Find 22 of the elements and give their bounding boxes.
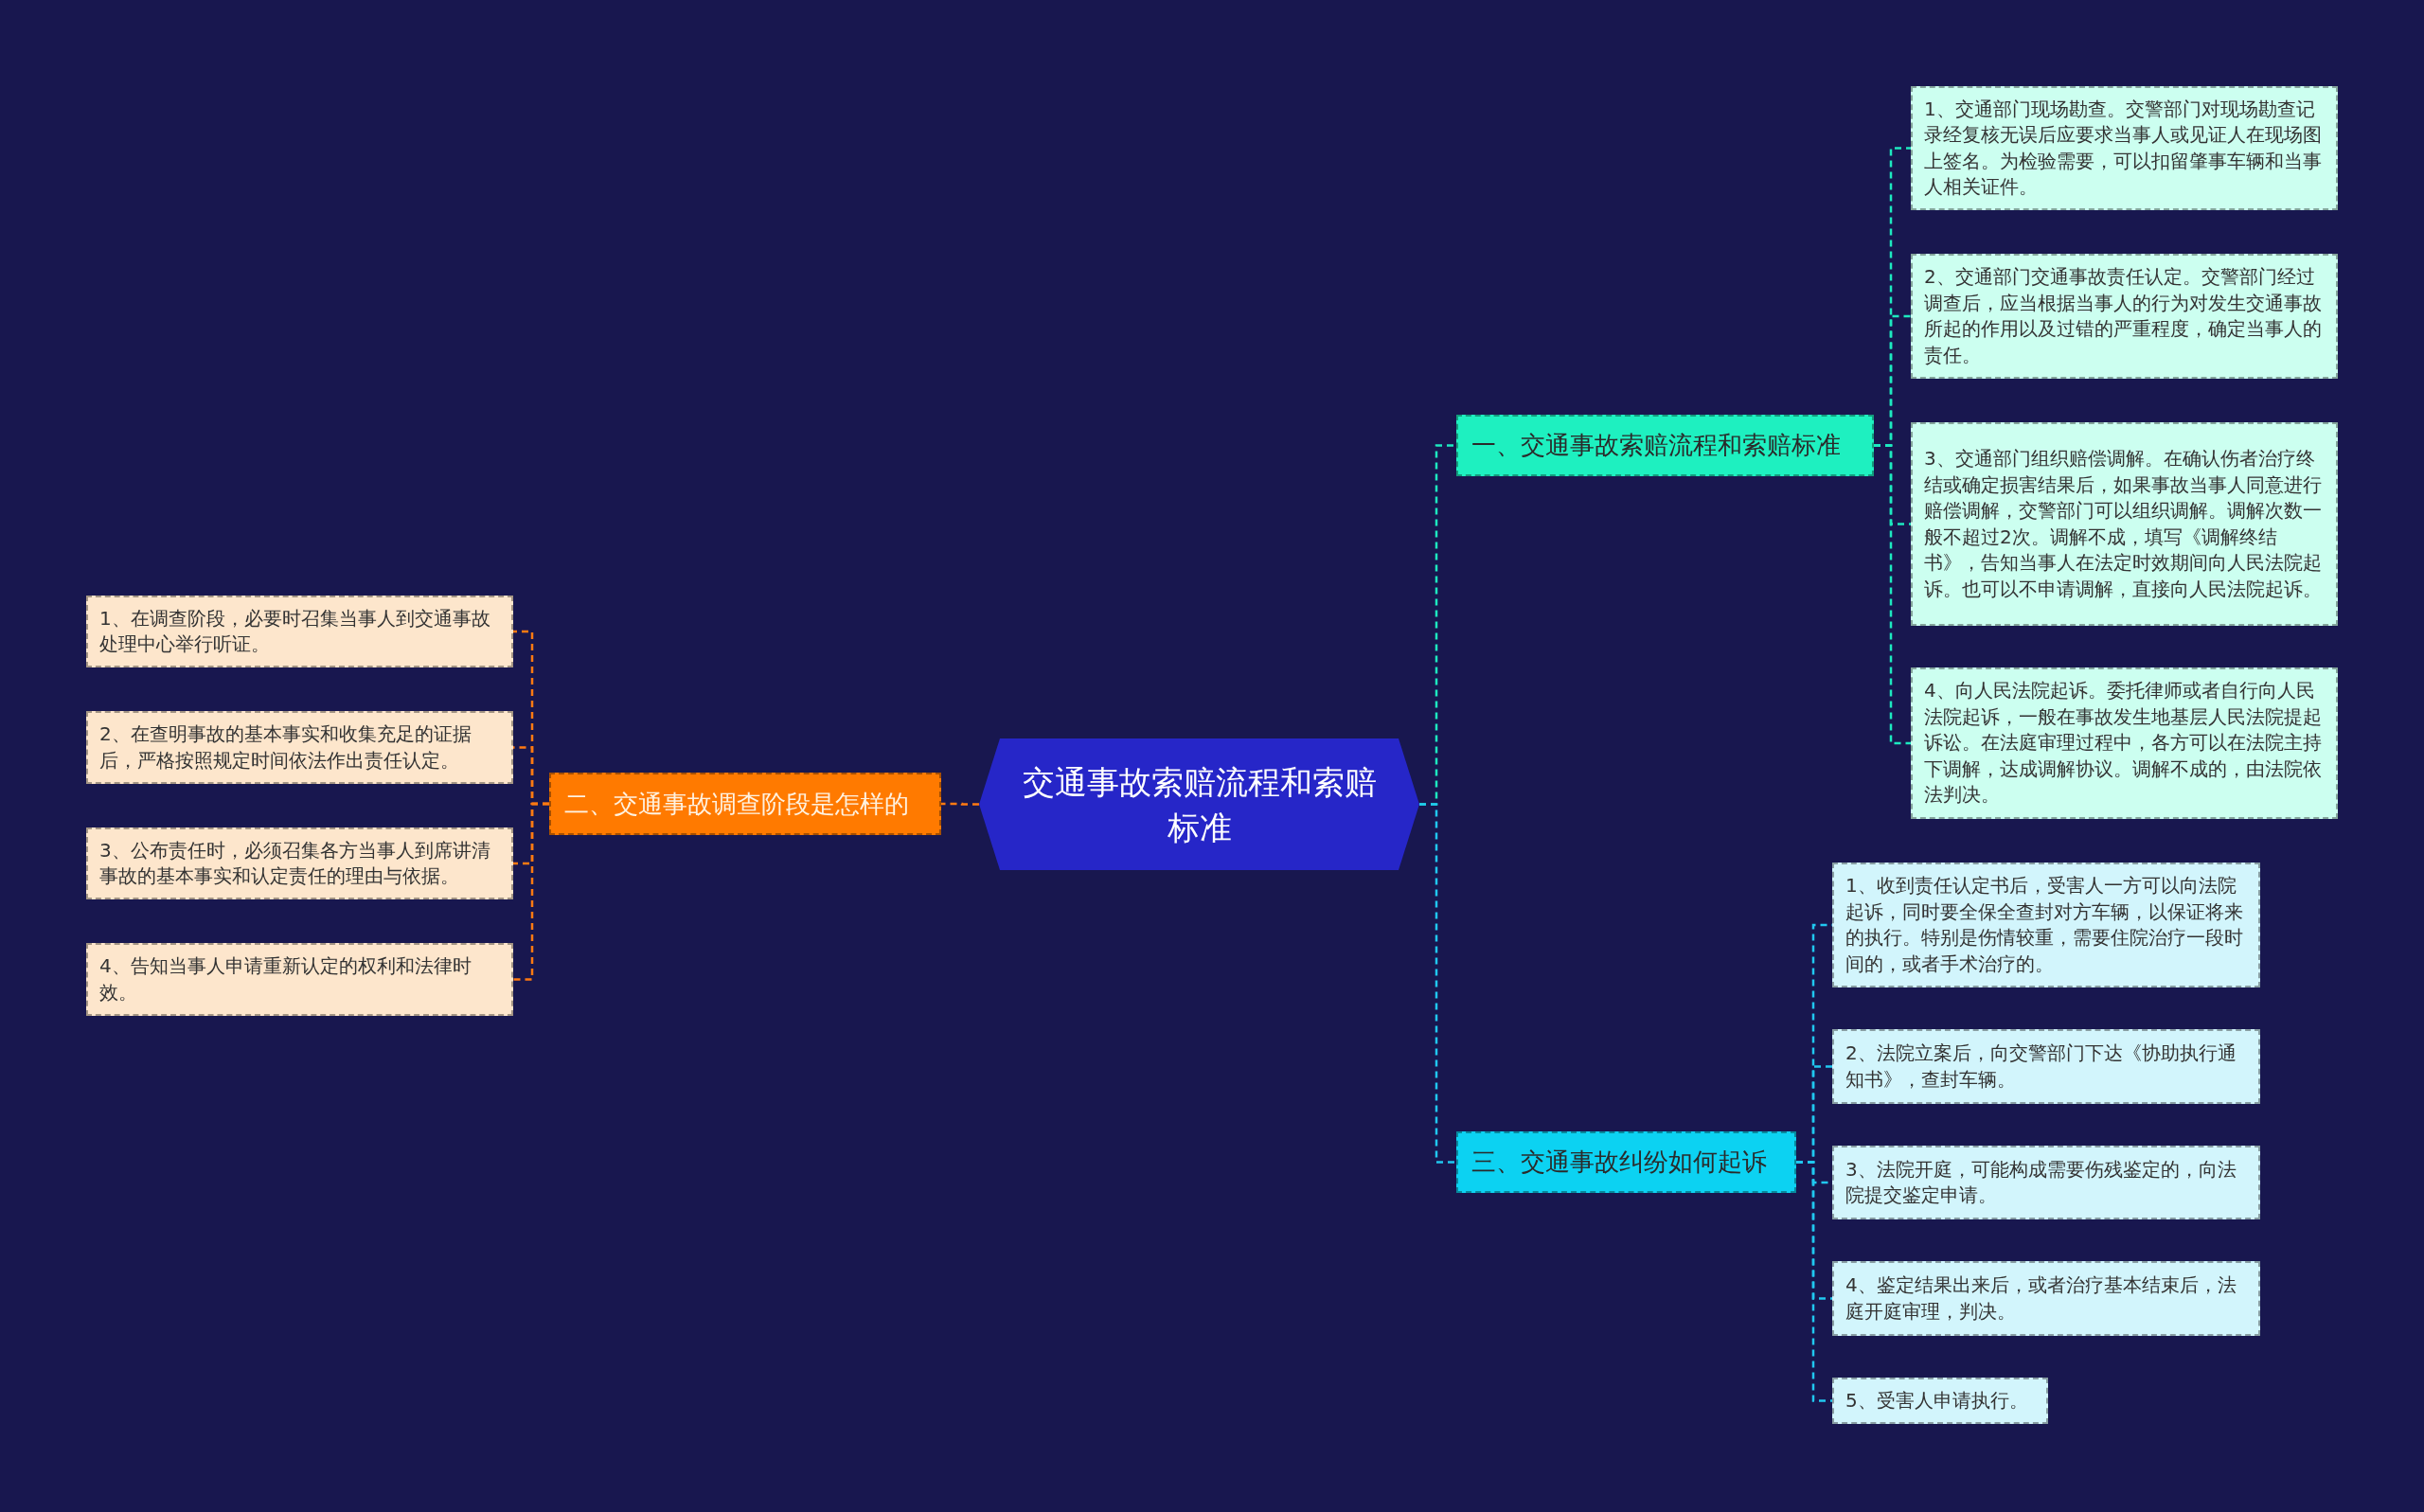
branch-box: 一、交通事故索赔流程和索赔标准 bbox=[1456, 415, 1874, 476]
note-box: 2、在查明事故的基本事实和收集充足的证据后，严格按照规定时间依法作出责任认定。 bbox=[86, 711, 513, 784]
note-box: 4、向人民法院起诉。委托律师或者自行向人民法院起诉，一般在事故发生地基层人民法院提起诉讼。在法庭审理过程中，各方可以在法院主持下调解，达成调解协议。调解不成的，由法院依法判决。 bbox=[1911, 667, 2338, 819]
note-box: 1、收到责任认定书后，受害人一方可以向法院起诉，同时要全保全查封对方车辆，以保证将来的执行。特别是伤情较重，需要住院治疗一段时间的，或者手术治疗的。 bbox=[1832, 863, 2260, 987]
note-box: 3、交通部门组织赔偿调解。在确认伤者治疗终结或确定损害结果后，如果事故当事人同意进行赔偿调解，交警部门可以组织调解。调解次数一般不超过2次。调解不成，填写《调解终结书》，告知当事人在法定时效期间向人民法院起诉。也可以不申请调解，直接向人民法院起诉。 bbox=[1911, 422, 2338, 626]
note-box: 2、交通部门交通事故责任认定。交警部门经过调查后，应当根据当事人的行为对发生交通事故所起的作用以及过错的严重程度，确定当事人的责任。 bbox=[1911, 254, 2338, 379]
connector-line bbox=[1796, 1161, 1832, 1402]
note-box: 2、法院立案后，向交警部门下达《协助执行通知书》，查封车辆。 bbox=[1832, 1029, 2260, 1104]
connector-line bbox=[1874, 444, 1911, 745]
branch-box: 二、交通事故调查阶段是怎样的 bbox=[549, 773, 941, 835]
connector-line bbox=[1419, 803, 1456, 1164]
connector-line bbox=[513, 802, 549, 981]
note-box: 1、在调查阶段，必要时召集当事人到交通事故处理中心举行听证。 bbox=[86, 596, 513, 667]
connector-line bbox=[941, 802, 979, 806]
note-box: 1、交通部门现场勘查。交警部门对现场勘查记录经复核无误后应要求当事人或见证人在现场图上签名。为检验需要，可以扣留肇事车辆和当事人相关证件。 bbox=[1911, 86, 2338, 210]
note-box: 5、受害人申请执行。 bbox=[1832, 1378, 2048, 1424]
topic-hexagon: 交通事故索赔流程和索赔标准 bbox=[979, 738, 1419, 870]
note-box: 4、告知当事人申请重新认定的权利和法律时效。 bbox=[86, 943, 513, 1016]
branch-box: 三、交通事故纠纷如何起诉 bbox=[1456, 1131, 1796, 1193]
note-box: 3、公布责任时，必须召集各方当事人到席讲清事故的基本事实和认定责任的理由与依据。 bbox=[86, 827, 513, 899]
note-box: 4、鉴定结果出来后，或者治疗基本结束后，法庭开庭审理，判决。 bbox=[1832, 1261, 2260, 1336]
note-box: 3、法院开庭，可能构成需要伤残鉴定的，向法院提交鉴定申请。 bbox=[1832, 1146, 2260, 1219]
